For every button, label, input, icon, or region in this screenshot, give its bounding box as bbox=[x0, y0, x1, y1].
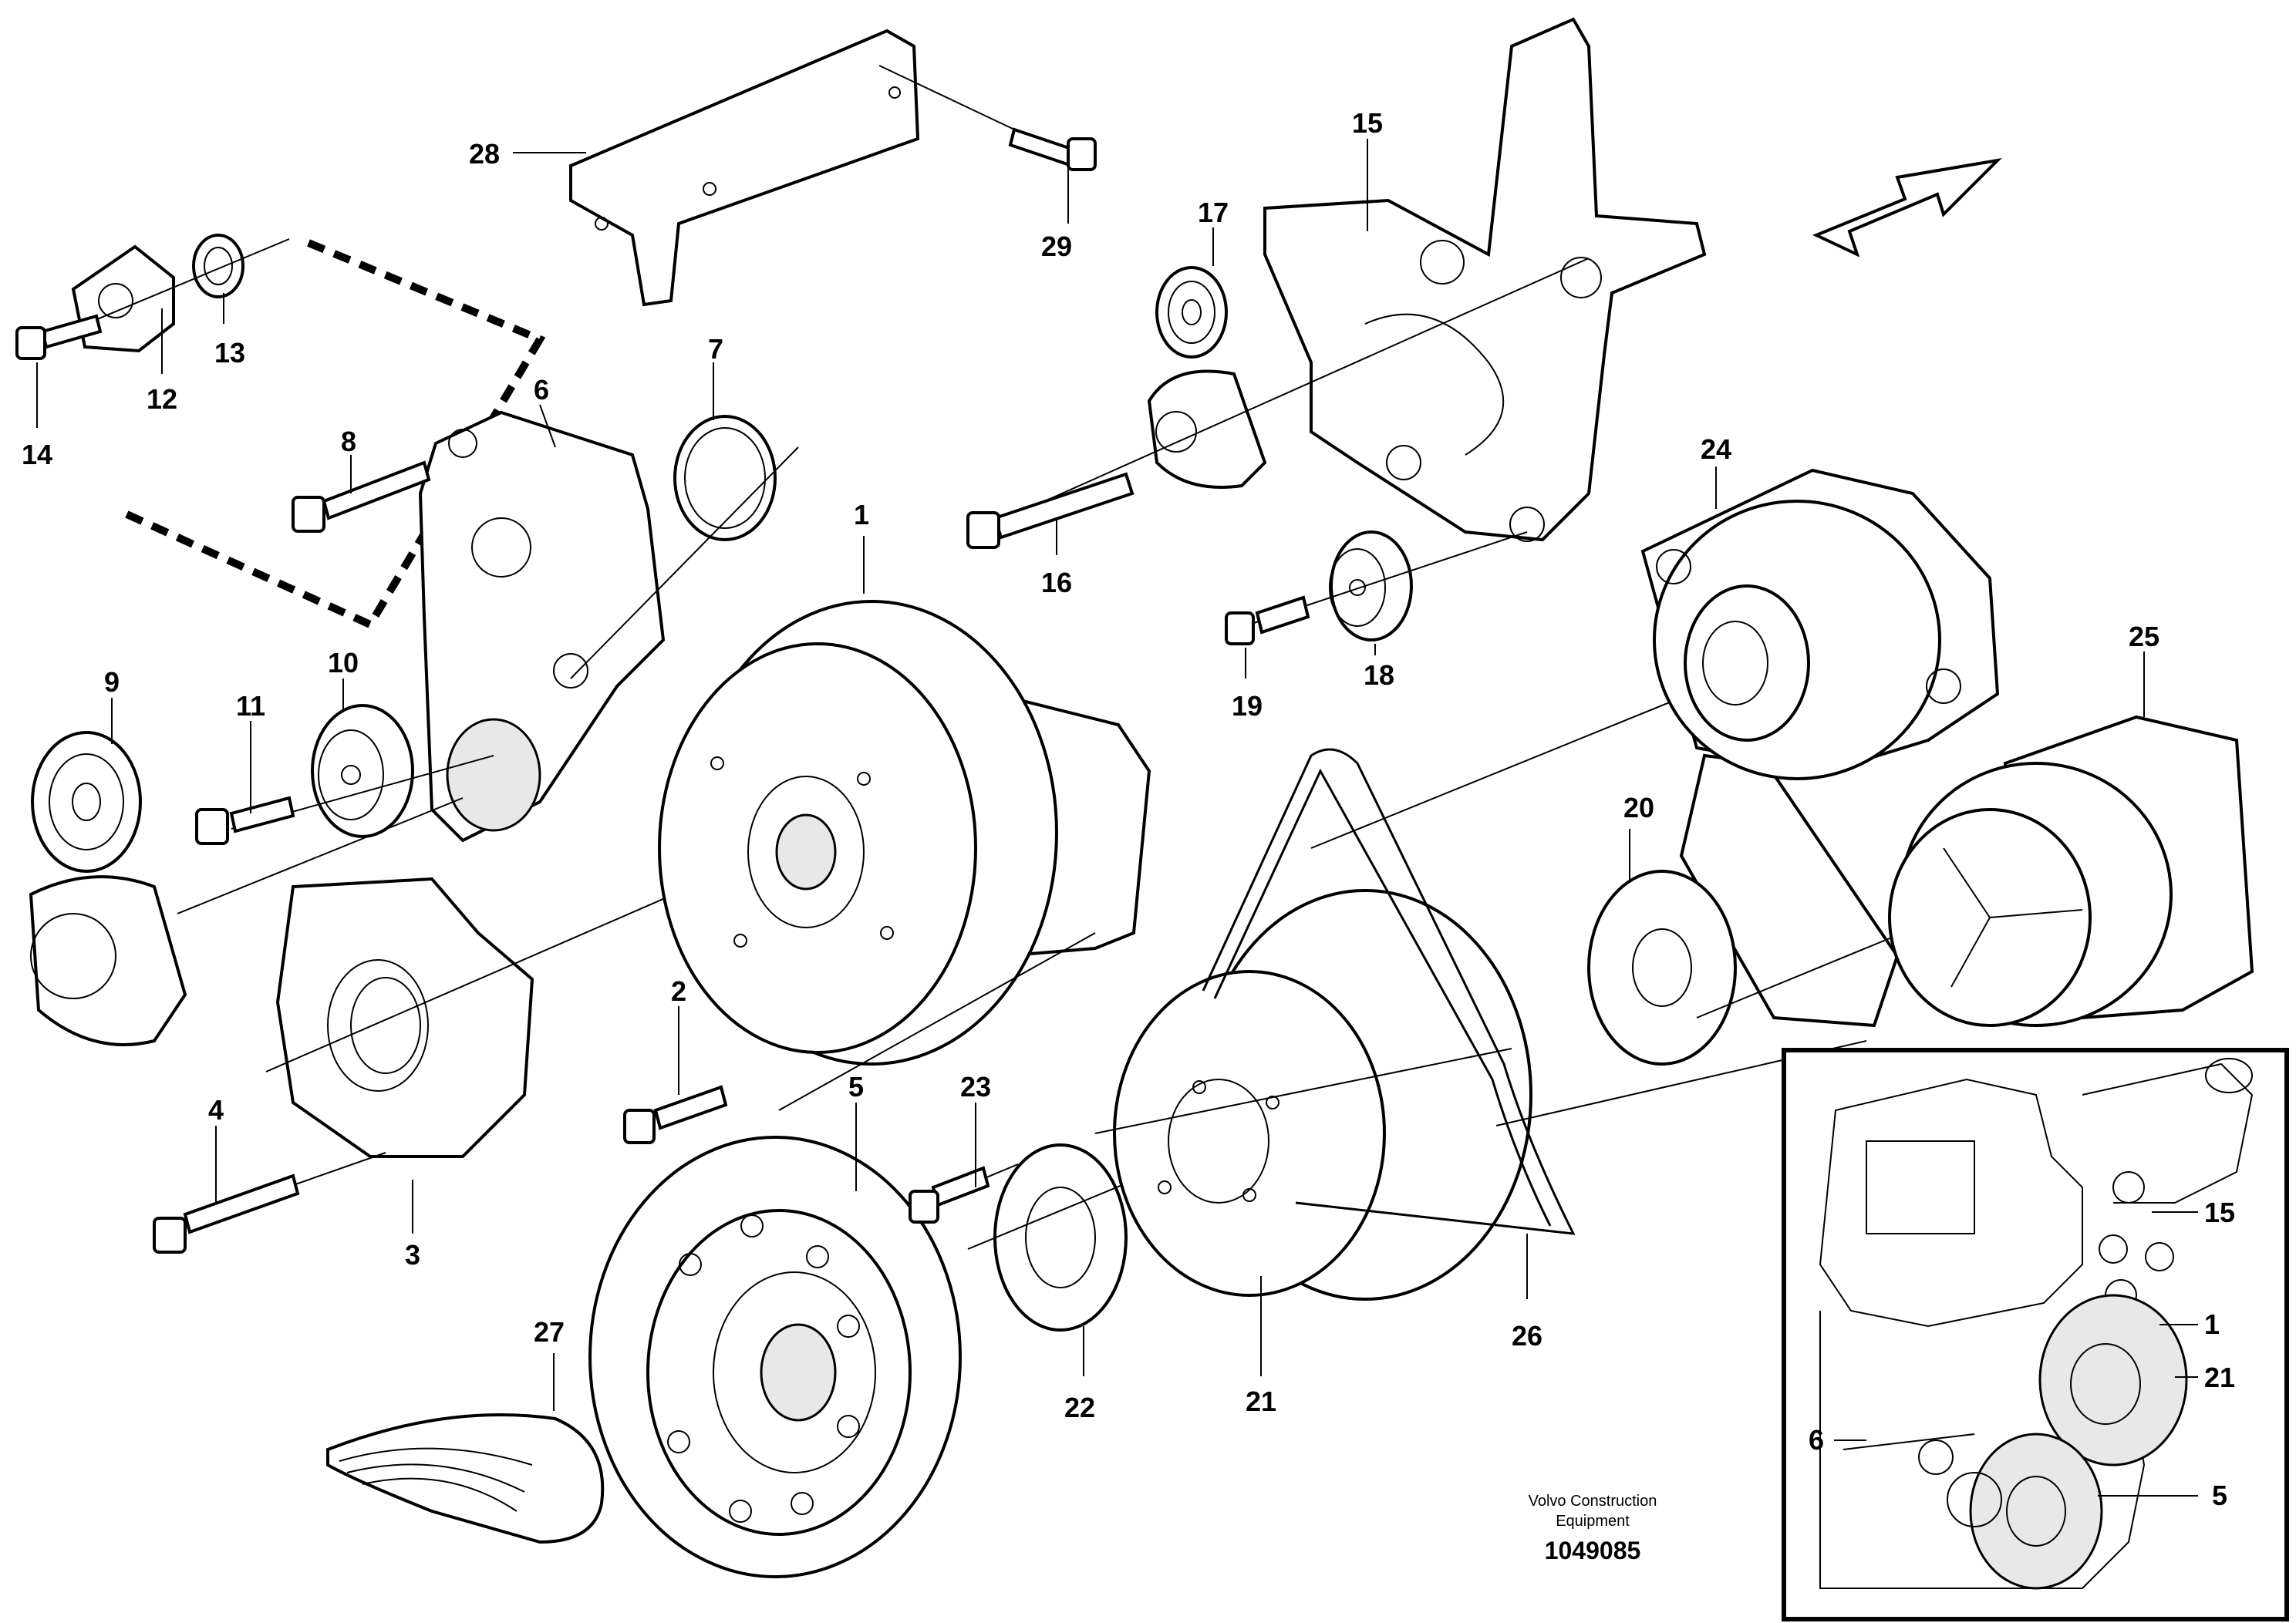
part-10-idler bbox=[311, 704, 414, 838]
credit-line-1: Volvo Construction bbox=[1529, 1493, 1657, 1510]
inset-label-5: 5 bbox=[2212, 1480, 2227, 1511]
label-23: 23 bbox=[960, 1071, 991, 1103]
part-14-bolt bbox=[15, 238, 290, 360]
part-27-belt-section bbox=[326, 1413, 605, 1544]
credit-line-2: Equipment bbox=[1556, 1513, 1630, 1530]
label-10: 10 bbox=[328, 647, 359, 678]
part-8-bolt bbox=[292, 460, 431, 533]
part-29-bolt bbox=[878, 65, 1097, 171]
part-9-tensioner bbox=[29, 731, 187, 1046]
label-7: 7 bbox=[708, 333, 723, 365]
label-25: 25 bbox=[2129, 621, 2159, 652]
label-21: 21 bbox=[1246, 1386, 1276, 1417]
part-labels: 1 2 3 4 5 6 7 8 9 10 11 12 13 14 15 16 1… bbox=[22, 107, 2159, 1423]
label-6: 6 bbox=[534, 374, 549, 406]
label-3: 3 bbox=[405, 1239, 420, 1271]
leader-lines bbox=[36, 139, 2145, 1411]
label-2: 2 bbox=[671, 975, 686, 1007]
label-14: 14 bbox=[22, 439, 52, 470]
part-18-idler bbox=[1329, 530, 1413, 641]
figure-number: 1049085 bbox=[1545, 1537, 1641, 1564]
label-26: 26 bbox=[1512, 1320, 1542, 1352]
label-17: 17 bbox=[1198, 197, 1229, 228]
label-13: 13 bbox=[214, 337, 245, 369]
part-13-ring bbox=[192, 234, 244, 298]
label-4: 4 bbox=[208, 1094, 224, 1126]
label-20: 20 bbox=[1623, 792, 1654, 823]
direction-arrow-icon bbox=[1812, 157, 2002, 258]
part-17-tensioner bbox=[1147, 266, 1267, 489]
part-20-hub bbox=[1587, 753, 1960, 1066]
part-21-pulley bbox=[1094, 889, 1532, 1301]
inset-label-15: 15 bbox=[2204, 1197, 2235, 1228]
part-25-compressor bbox=[1888, 715, 2254, 1027]
part-4-bolt bbox=[153, 1152, 386, 1254]
label-12: 12 bbox=[147, 383, 177, 415]
part-6-bracket bbox=[418, 410, 666, 843]
label-11: 11 bbox=[236, 690, 265, 722]
credit-block: Volvo Construction Equipment 1049085 bbox=[1529, 1493, 1657, 1564]
part-22-plate bbox=[967, 1143, 1173, 1332]
part-24-alternator bbox=[1640, 468, 2000, 780]
part-28-bracket bbox=[569, 29, 920, 307]
part-5-crank-pulley bbox=[588, 1136, 962, 1578]
label-27: 27 bbox=[534, 1316, 565, 1348]
label-5: 5 bbox=[848, 1071, 864, 1103]
label-9: 9 bbox=[104, 666, 120, 698]
part-16-bolt bbox=[966, 258, 1590, 549]
label-8: 8 bbox=[341, 426, 356, 457]
part-19-bolt bbox=[1225, 531, 1528, 645]
label-24: 24 bbox=[1701, 433, 1731, 465]
inset-engine-view: 15 1 21 6 5 bbox=[1782, 1048, 2289, 1621]
inset-label-21: 21 bbox=[2204, 1362, 2235, 1393]
inset-label-6: 6 bbox=[1809, 1424, 1824, 1456]
part-15-bracket bbox=[1263, 17, 1707, 542]
label-15: 15 bbox=[1352, 107, 1383, 139]
part-7-oring bbox=[570, 415, 799, 679]
part-23-bolt bbox=[909, 1163, 1019, 1224]
label-29: 29 bbox=[1041, 231, 1072, 262]
part-11-bolt bbox=[177, 755, 494, 914]
label-16: 16 bbox=[1041, 567, 1072, 598]
label-28: 28 bbox=[469, 138, 500, 170]
label-18: 18 bbox=[1364, 659, 1394, 691]
part-1-pulley bbox=[658, 600, 1151, 1111]
part-2-bolt bbox=[623, 1085, 728, 1144]
label-1: 1 bbox=[854, 499, 869, 530]
label-22: 22 bbox=[1064, 1392, 1095, 1423]
inset-label-1: 1 bbox=[2204, 1308, 2220, 1340]
label-19: 19 bbox=[1232, 690, 1263, 722]
